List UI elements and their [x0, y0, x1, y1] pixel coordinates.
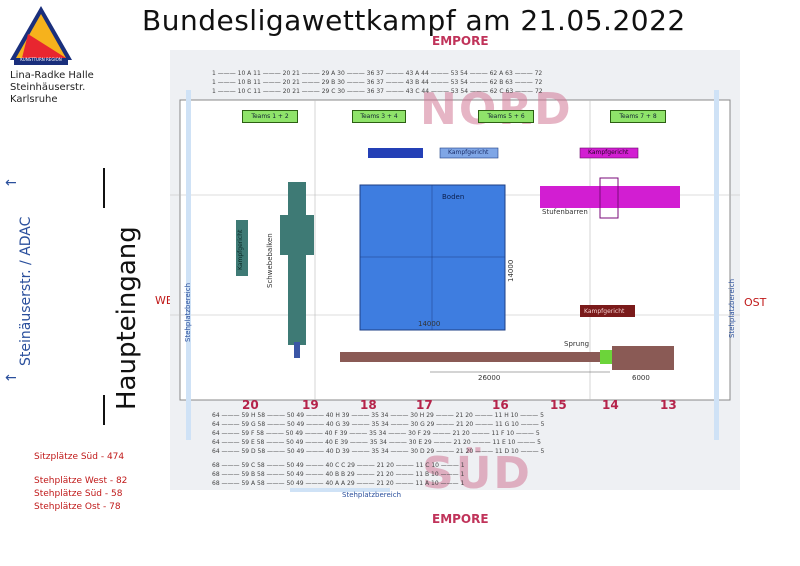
south-row-c: 68 ——— 59 C 58 ——— 50 49 ——— 40 C C 29 —…	[212, 462, 465, 469]
section-17: 17	[416, 398, 433, 412]
south-row-b: 68 ——— 59 B 58 ——— 50 49 ——— 40 B B 29 —…	[212, 471, 465, 478]
schwebebalken-label: Schwebebalken	[266, 233, 274, 288]
boden-label: Boden	[442, 193, 465, 201]
hall-floorplan: NORD SÜD EMPORE EMPORE 1 ——— 10 A 11 ———…	[170, 34, 740, 526]
kampfgericht-label-3: Kampfgericht	[584, 308, 625, 315]
team-box-7-8: Teams 7 + 8	[610, 110, 666, 123]
section-19: 19	[302, 398, 319, 412]
section-20: 20	[242, 398, 259, 412]
south-watermark: SÜD	[422, 448, 532, 499]
section-15: 15	[550, 398, 567, 412]
landing-dim-label: 6000	[632, 374, 650, 382]
street-label: Steinäuserstr. / ADAC	[18, 216, 34, 366]
logo-text: KUNSTTURN REGION	[20, 57, 62, 62]
north-row-b: 1 ——— 10 B 11 ——— 20 21 ——— 29 B 30 ——— …	[212, 79, 543, 86]
ost-label: OST	[744, 296, 767, 309]
stehplatz-west-label: Stehplatzbereich	[184, 282, 192, 342]
south-row-e: 64 ——— 59 E 58 ——— 50 49 ——— 40 E 39 ———…	[212, 439, 541, 446]
stat-steh-sued: Stehplätze Süd - 58	[34, 489, 123, 499]
runway-dim-label: 26000	[478, 374, 501, 382]
entrance-arrow-icon	[103, 168, 105, 208]
kampfgericht-label-2: Kampfgericht	[588, 149, 629, 156]
club-logo	[8, 4, 74, 66]
kampfgericht-label-1: Kampfgericht	[448, 149, 489, 156]
entrance-arrow-lower-icon	[103, 395, 105, 425]
north-row-c: 1 ——— 10 C 11 ——— 20 21 ——— 29 C 30 ——— …	[212, 88, 543, 95]
arrow-up-icon: ←	[5, 175, 17, 191]
main-entrance-label: Haupteingang	[112, 226, 142, 410]
section-18: 18	[360, 398, 377, 412]
page-title: Bundesligawettkampf am 21.05.2022	[142, 4, 686, 37]
stehplatz-ost-label: Stehplatzbereich	[728, 278, 736, 338]
sprung-label: Sprung	[564, 340, 590, 348]
empore-bottom-label: EMPORE	[432, 512, 489, 526]
section-14: 14	[602, 398, 619, 412]
south-row-h: 64 ——— 59 H 58 ——— 50 49 ——— 40 H 39 ———…	[212, 412, 544, 419]
team-box-1-2: Teams 1 + 2	[242, 110, 298, 123]
kampfgericht-label-4: Kampfgericht	[237, 229, 244, 270]
venue-name: Lina-Radke Halle	[10, 70, 94, 81]
venue-street: Steinhäuserstr.	[10, 82, 86, 93]
stehplatz-south-label: Stehplatzbereich	[342, 491, 402, 499]
stat-steh-west: Stehplätze West - 82	[34, 476, 128, 486]
stat-sitz-sued: Sitzplätze Süd - 474	[34, 452, 125, 462]
stat-steh-ost: Stehplätze Ost - 78	[34, 502, 121, 512]
south-row-f: 64 ——— 59 F 58 ——— 50 49 ——— 40 F 39 ———…	[212, 430, 540, 437]
venue-city: Karlsruhe	[10, 94, 58, 105]
floor-dim-label: 14000	[418, 320, 441, 328]
empore-top-label: EMPORE	[432, 34, 489, 48]
south-row-a: 68 ——— 59 A 58 ——— 50 49 ——— 40 A A 29 —…	[212, 480, 465, 487]
stehplatz-south-bar	[290, 488, 390, 492]
north-row-a: 1 ——— 10 A 11 ——— 20 21 ——— 29 A 30 ——— …	[212, 70, 543, 77]
stufenbarren-label: Stufenbarren	[542, 208, 588, 216]
north-watermark: NORD	[420, 84, 573, 135]
floor-side-dim-label: 14000	[507, 259, 515, 282]
south-row-g: 64 ——— 59 G 58 ——— 50 49 ——— 40 G 39 ———…	[212, 421, 545, 428]
team-box-5-6: Teams 5 + 6	[478, 110, 534, 123]
section-16: 16	[492, 398, 509, 412]
venue-address: Lina-Radke Halle Steinhäuserstr. Karlsru…	[10, 70, 130, 106]
team-box-3-4: Teams 3 + 4	[352, 110, 406, 123]
arrow-down-icon: ←	[5, 370, 17, 386]
section-13: 13	[660, 398, 677, 412]
south-row-d: 64 ——— 59 D 58 ——— 50 49 ——— 40 D 39 ———…	[212, 448, 545, 455]
